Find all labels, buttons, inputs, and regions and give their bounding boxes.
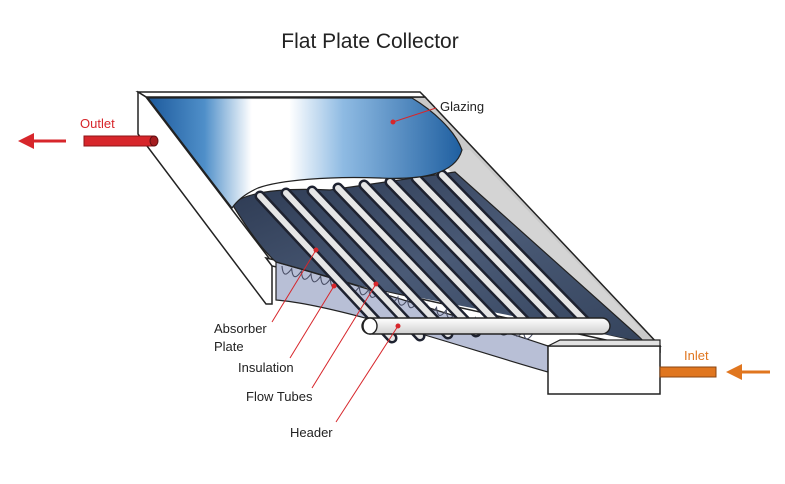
flow-tube	[283, 190, 423, 339]
outlet-arrow-icon	[18, 133, 66, 149]
flow-tube	[387, 179, 535, 331]
frame-end-box	[547, 339, 661, 395]
glazing-cover	[146, 97, 463, 210]
flow-tubes	[254, 169, 594, 344]
header-leader	[335, 325, 399, 423]
flow-tube	[335, 185, 479, 335]
flow-tubes-label: Flow Tubes	[246, 389, 313, 404]
inlet-pipe	[659, 366, 717, 378]
glazing-label: Glazing	[440, 99, 484, 114]
inlet-label: Inlet	[684, 348, 709, 363]
outlet-label: Outlet	[80, 116, 115, 131]
inlet-arrow-icon	[726, 364, 770, 380]
flow-tube	[413, 175, 563, 329]
flow-tube	[439, 172, 591, 327]
header-label: Header	[290, 425, 333, 440]
diagram-title: Flat Plate Collector	[281, 30, 458, 53]
insulation-leader	[289, 285, 335, 359]
insulation-label: Insulation	[238, 360, 294, 375]
glazing-leader	[392, 107, 437, 123]
flow-tube	[361, 182, 507, 333]
absorber-leader	[271, 249, 317, 323]
outlet-pipe	[83, 135, 159, 147]
flow-tubes-leader	[311, 283, 377, 389]
absorber-label-line2: Plate	[214, 339, 244, 354]
flow-tube	[309, 188, 451, 337]
callout-leaders	[271, 107, 437, 423]
header-pipe	[361, 317, 611, 335]
flow-tube	[257, 193, 395, 341]
absorber-label-line1: Absorber	[214, 321, 267, 336]
